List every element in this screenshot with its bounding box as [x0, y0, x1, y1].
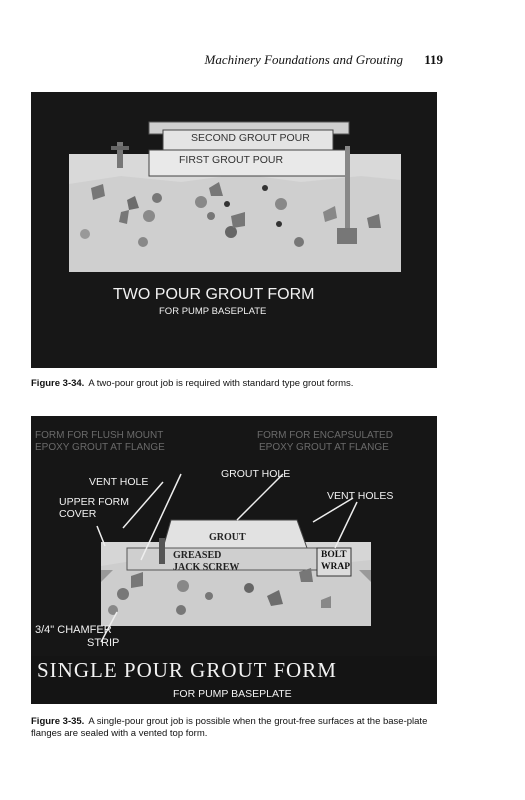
bolt-wrap — [316, 547, 352, 577]
figure-2-caption-text: A single-pour grout job is possible when… — [31, 716, 428, 739]
first-grout-pour-label: FIRST GROUT POUR — [179, 154, 284, 166]
upper-form-cover-label-2: COVER — [59, 508, 97, 520]
figure-1-caption-text: A two-pour grout job is required with st… — [88, 378, 354, 389]
figure-1-subtitle: FOR PUMP BASEPLATE — [159, 306, 267, 317]
wrap-label: WRAP — [321, 562, 351, 572]
figure-2-caption: Figure 3-35.A single-pour grout job is p… — [31, 716, 451, 740]
running-header: Machinery Foundations and Grouting 119 — [0, 52, 525, 72]
figure-2-subtitle: FOR PUMP BASEPLATE — [173, 688, 292, 700]
figure-single-pour-grout-form: FORM FOR FLUSH MOUNT EPOXY GROUT AT FLAN… — [31, 416, 437, 704]
grout-label: GROUT — [209, 532, 246, 543]
top-left-label-1: FORM FOR FLUSH MOUNT — [35, 430, 164, 441]
second-grout-pour-label: SECOND GROUT POUR — [191, 132, 310, 144]
figure-2-title: SINGLE POUR GROUT FORM — [37, 658, 337, 682]
jack-screw-label: JACK SCREW — [173, 562, 240, 573]
jack-screw — [159, 538, 165, 564]
top-right-label-1: FORM FOR ENCAPSULATED — [257, 430, 393, 441]
figure-two-pour-grout-form: SECOND GROUT POUR FIRST GROUT POUR TWO P… — [31, 92, 437, 368]
figure-1-caption-label: Figure 3-34. — [31, 378, 85, 389]
running-title: Machinery Foundations and Grouting — [204, 52, 403, 67]
bolt-label: BOLT — [321, 550, 347, 560]
figure-2-illustration — [31, 416, 437, 704]
upper-form-cover-label-1: UPPER FORM — [59, 496, 130, 508]
vent-holes-label: VENT HOLES — [327, 490, 394, 502]
page-number: 119 — [424, 52, 443, 67]
first-grout-pour — [148, 149, 350, 177]
figure-1-illustration — [31, 92, 437, 368]
figure-1-caption: Figure 3-34.A two-pour grout job is requ… — [31, 378, 451, 390]
top-right-label-2: EPOXY GROUT AT FLANGE — [259, 442, 389, 453]
greased-label: GREASED — [173, 550, 222, 561]
top-left-label-2: EPOXY GROUT AT FLANGE — [35, 442, 165, 453]
figure-2-caption-label: Figure 3-35. — [31, 716, 85, 727]
chamfer-strip-label-2: STRIP — [87, 637, 120, 649]
figure-1-title: TWO POUR GROUT FORM — [113, 286, 315, 303]
anchor-bolt — [345, 146, 350, 234]
chamfer-strip-label-1: 3/4" CHAMFER — [35, 624, 112, 636]
vent-hole-label: VENT HOLE — [89, 476, 149, 488]
grout-hole-label: GROUT HOLE — [221, 468, 291, 480]
